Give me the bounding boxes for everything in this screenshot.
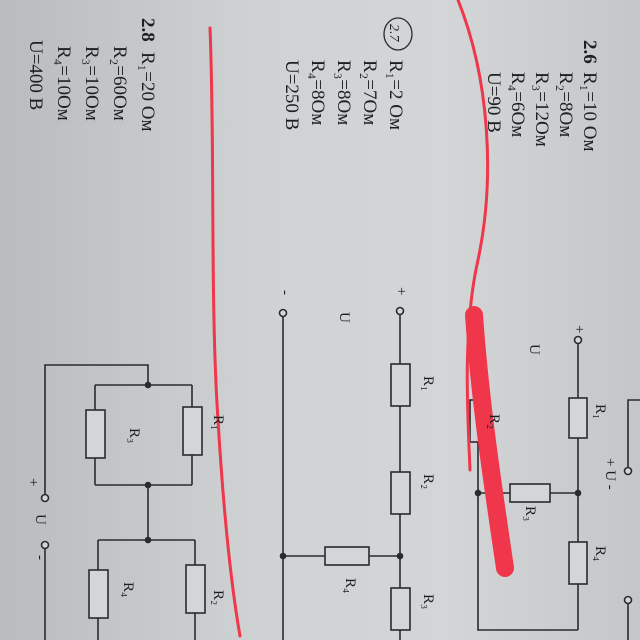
- side-voltage-label: + U -: [602, 458, 618, 490]
- problem-line: R₄=6Ом: [507, 72, 528, 138]
- problem-line: U=250 B: [281, 60, 302, 131]
- minus-label: -: [277, 290, 293, 295]
- label-r2: R₂: [210, 590, 226, 606]
- circuit-2-7: [278, 306, 411, 640]
- plus-label: +: [571, 325, 587, 334]
- label-r4: R₄: [592, 546, 608, 562]
- label-r3: R₃: [522, 506, 538, 522]
- circle-mark: [383, 17, 413, 51]
- plus-label: +: [393, 287, 409, 296]
- label-r2: R₂: [486, 414, 502, 430]
- minus-label: -: [32, 555, 48, 560]
- voltage-label: U: [32, 514, 48, 525]
- problem-line: R₄=10Ом: [53, 46, 74, 121]
- problem-number: 2.6: [579, 40, 600, 64]
- problem-line: R₂=8Ом: [555, 72, 576, 138]
- problem-line: R₃=8Ом: [333, 60, 354, 126]
- label-r2: R₂: [420, 474, 436, 490]
- problem-line: R₁=20 Ом: [137, 52, 158, 132]
- problem-line: R₁=2 Ом: [385, 60, 406, 131]
- problem-line: R₁=10 Ом: [579, 72, 600, 152]
- problem-line: R₃=10Ом: [81, 46, 102, 121]
- red-marker-annotations: [208, 0, 514, 638]
- plus-label: +: [25, 478, 41, 487]
- voltage-label: U: [336, 312, 352, 323]
- resistor-r1: [568, 397, 588, 439]
- label-r1: R₁: [210, 415, 226, 431]
- label-r1: R₁: [592, 404, 608, 420]
- label-r3: R₃: [126, 428, 142, 444]
- label-r1: R₁: [420, 376, 436, 392]
- problem-number: 2.8: [137, 18, 158, 42]
- problem-line: R₂=60Ом: [109, 46, 130, 121]
- label-r4: R₄: [342, 578, 358, 594]
- resistor-r2: [390, 471, 411, 515]
- label-r3: R₃: [420, 594, 436, 610]
- voltage-label: U: [526, 344, 542, 355]
- resistor-r1: [182, 406, 203, 456]
- resistor-r2: [185, 564, 206, 614]
- resistor-r4: [324, 546, 370, 566]
- label-r4: R₄: [120, 582, 136, 598]
- problem-line: R₂=7Ом: [359, 60, 380, 126]
- problem-line: R₄=8Ом: [307, 60, 328, 126]
- problem-number: 2.7: [386, 24, 401, 42]
- resistor-r3: [390, 587, 411, 631]
- problem-line: U=400 B: [25, 40, 46, 111]
- resistor-r3: [509, 483, 551, 503]
- resistor-r4: [568, 541, 588, 585]
- resistor-r1: [390, 363, 411, 407]
- circuit-2-8: [40, 364, 206, 640]
- resistor-r4: [88, 569, 109, 619]
- resistor-r3: [85, 409, 106, 459]
- problem-line: U=90 B: [483, 72, 504, 133]
- problem-line: R₃=12Ом: [531, 72, 552, 147]
